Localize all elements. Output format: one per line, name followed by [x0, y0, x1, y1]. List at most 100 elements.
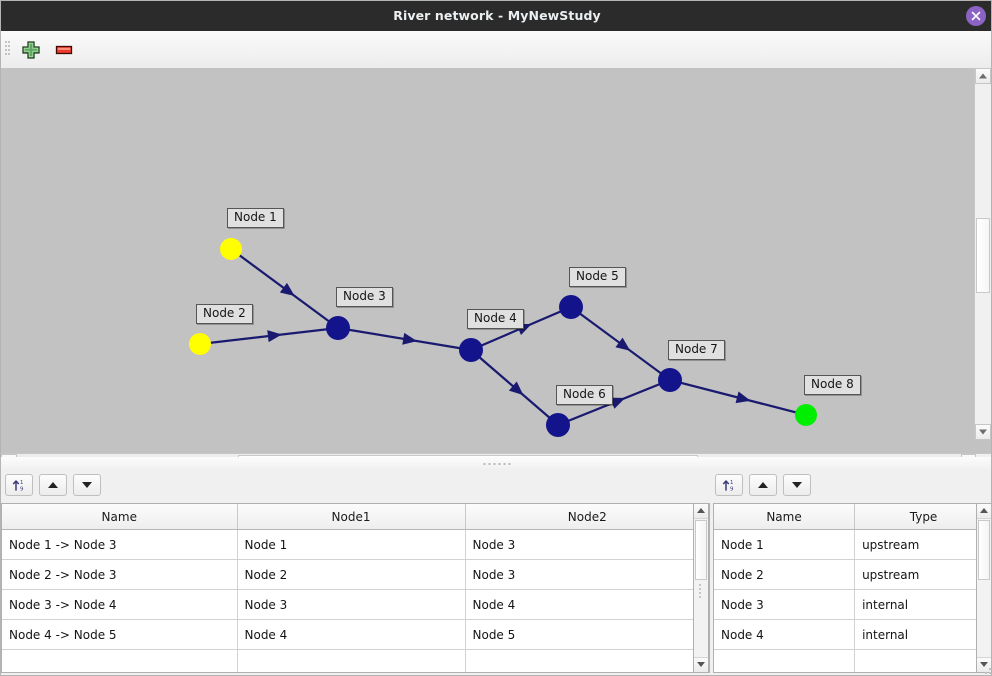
node-node8[interactable]	[795, 404, 817, 426]
table-cell[interactable]: Node 2 -> Node 3	[2, 559, 238, 590]
window-resize-grip[interactable]	[983, 666, 991, 674]
node-node7[interactable]	[658, 368, 682, 392]
column-header-name[interactable]: Name	[2, 504, 238, 530]
reaches-scroll-down-icon[interactable]	[694, 657, 708, 672]
add-node-button[interactable]	[20, 39, 42, 61]
node-node6[interactable]	[546, 413, 570, 437]
sort-icon: 1 9	[722, 480, 734, 493]
node-node5[interactable]	[559, 295, 583, 319]
column-header-type[interactable]: Type	[854, 504, 991, 530]
nodes-scroll-up-icon[interactable]	[977, 504, 991, 519]
table-cell[interactable]: Node 4	[465, 589, 709, 620]
river-network-diagram[interactable]: Node 1 Node 2 Node 3 Node 4 Node 5 Node 6 Node…	[1, 68, 977, 440]
table-cell[interactable]: Node 3	[465, 559, 709, 590]
title-bar: River network - MyNewStudy	[1, 1, 991, 31]
close-icon[interactable]	[966, 6, 986, 26]
column-header-node1[interactable]: Node1	[237, 504, 466, 530]
triangle-down-icon	[792, 482, 802, 488]
table-cell-empty	[714, 649, 856, 672]
canvas-vscroll-thumb[interactable]	[976, 218, 990, 293]
table-cell[interactable]: Node 3	[714, 589, 856, 620]
table-cell[interactable]: Node 2	[237, 559, 466, 590]
reaches-move-down-button[interactable]	[73, 474, 101, 496]
reaches-move-up-button[interactable]	[39, 474, 67, 496]
table-cell[interactable]: Node 1	[714, 529, 856, 560]
reaches-sort-button[interactable]: 1 9	[5, 474, 33, 496]
table-cell[interactable]: Node 3 -> Node 4	[2, 589, 238, 620]
edge-arrow-icon	[735, 391, 751, 404]
table-cell[interactable]: Node 3	[465, 529, 709, 560]
splitter-grip	[483, 463, 511, 465]
column-header-name[interactable]: Name	[714, 504, 856, 530]
reaches-scroll-grip	[699, 582, 703, 598]
edge-arrow-icon	[279, 282, 295, 297]
edge-arrow-icon	[402, 332, 418, 345]
minus-icon	[55, 45, 73, 55]
table-cell[interactable]: Node 4 -> Node 5	[2, 619, 238, 650]
table-cell[interactable]: Node 1 -> Node 3	[2, 529, 238, 560]
toolbar-grip[interactable]	[5, 39, 10, 61]
nodes-move-down-button[interactable]	[783, 474, 811, 496]
scroll-down-arrow-icon[interactable]	[975, 424, 991, 440]
window-title: River network - MyNewStudy	[393, 8, 601, 23]
node-row-empty[interactable]	[714, 649, 991, 672]
table-cell[interactable]: upstream	[854, 559, 991, 590]
vertical-splitter[interactable]	[710, 469, 713, 675]
horizontal-splitter[interactable]	[1, 457, 991, 469]
table-cell[interactable]: upstream	[854, 529, 991, 560]
table-cell[interactable]: internal	[854, 619, 991, 650]
node-node2[interactable]	[189, 333, 211, 355]
triangle-down-icon	[82, 482, 92, 488]
node-label-node7[interactable]: Node 7	[668, 340, 725, 360]
table-cell[interactable]: Node 4	[714, 619, 856, 650]
table-cell-empty	[465, 649, 709, 672]
reaches-scroll-up-icon[interactable]	[694, 504, 708, 519]
node-node1[interactable]	[220, 238, 242, 260]
svg-text:1: 1	[20, 480, 23, 486]
table-cell[interactable]: Node 4	[237, 619, 466, 650]
table-cell[interactable]: internal	[854, 589, 991, 620]
table-cell[interactable]: Node 5	[465, 619, 709, 650]
node-label-node8[interactable]: Node 8	[804, 375, 861, 395]
reaches-table-scrollbar[interactable]	[693, 503, 709, 673]
canvas-vertical-scrollbar[interactable]	[974, 68, 991, 440]
nodes-sort-button[interactable]: 1 9	[715, 474, 743, 496]
nodes-scroll-down-icon[interactable]	[977, 657, 991, 672]
node-label-node2[interactable]: Node 2	[196, 304, 253, 324]
table-cell[interactable]: Node 2	[714, 559, 856, 590]
reach-row-empty[interactable]	[2, 649, 709, 672]
column-header-node2[interactable]: Node2	[465, 504, 709, 530]
nodes-table-scrollbar[interactable]	[976, 503, 991, 673]
nodes-toolbar: 1 9	[713, 469, 991, 499]
node-label-node1[interactable]: Node 1	[227, 208, 284, 228]
node-node3[interactable]	[326, 316, 350, 340]
svg-text:9: 9	[730, 487, 734, 493]
node-label-node6[interactable]: Node 6	[556, 385, 613, 405]
node-label-node3[interactable]: Node 3	[336, 287, 393, 307]
nodes-move-up-button[interactable]	[749, 474, 777, 496]
reaches-scroll-thumb[interactable]	[695, 520, 707, 580]
scroll-up-arrow-icon[interactable]	[975, 68, 991, 84]
table-cell[interactable]: Node 3	[237, 589, 466, 620]
nodes-scroll-thumb[interactable]	[978, 520, 990, 580]
node-label-node5[interactable]: Node 5	[569, 267, 626, 287]
table-cell-empty	[237, 649, 466, 672]
table-cell[interactable]: Node 1	[237, 529, 466, 560]
delete-node-button[interactable]	[53, 39, 75, 61]
node-label-node4[interactable]: Node 4	[467, 309, 524, 329]
node-node4[interactable]	[459, 338, 483, 362]
svg-text:9: 9	[20, 487, 24, 493]
